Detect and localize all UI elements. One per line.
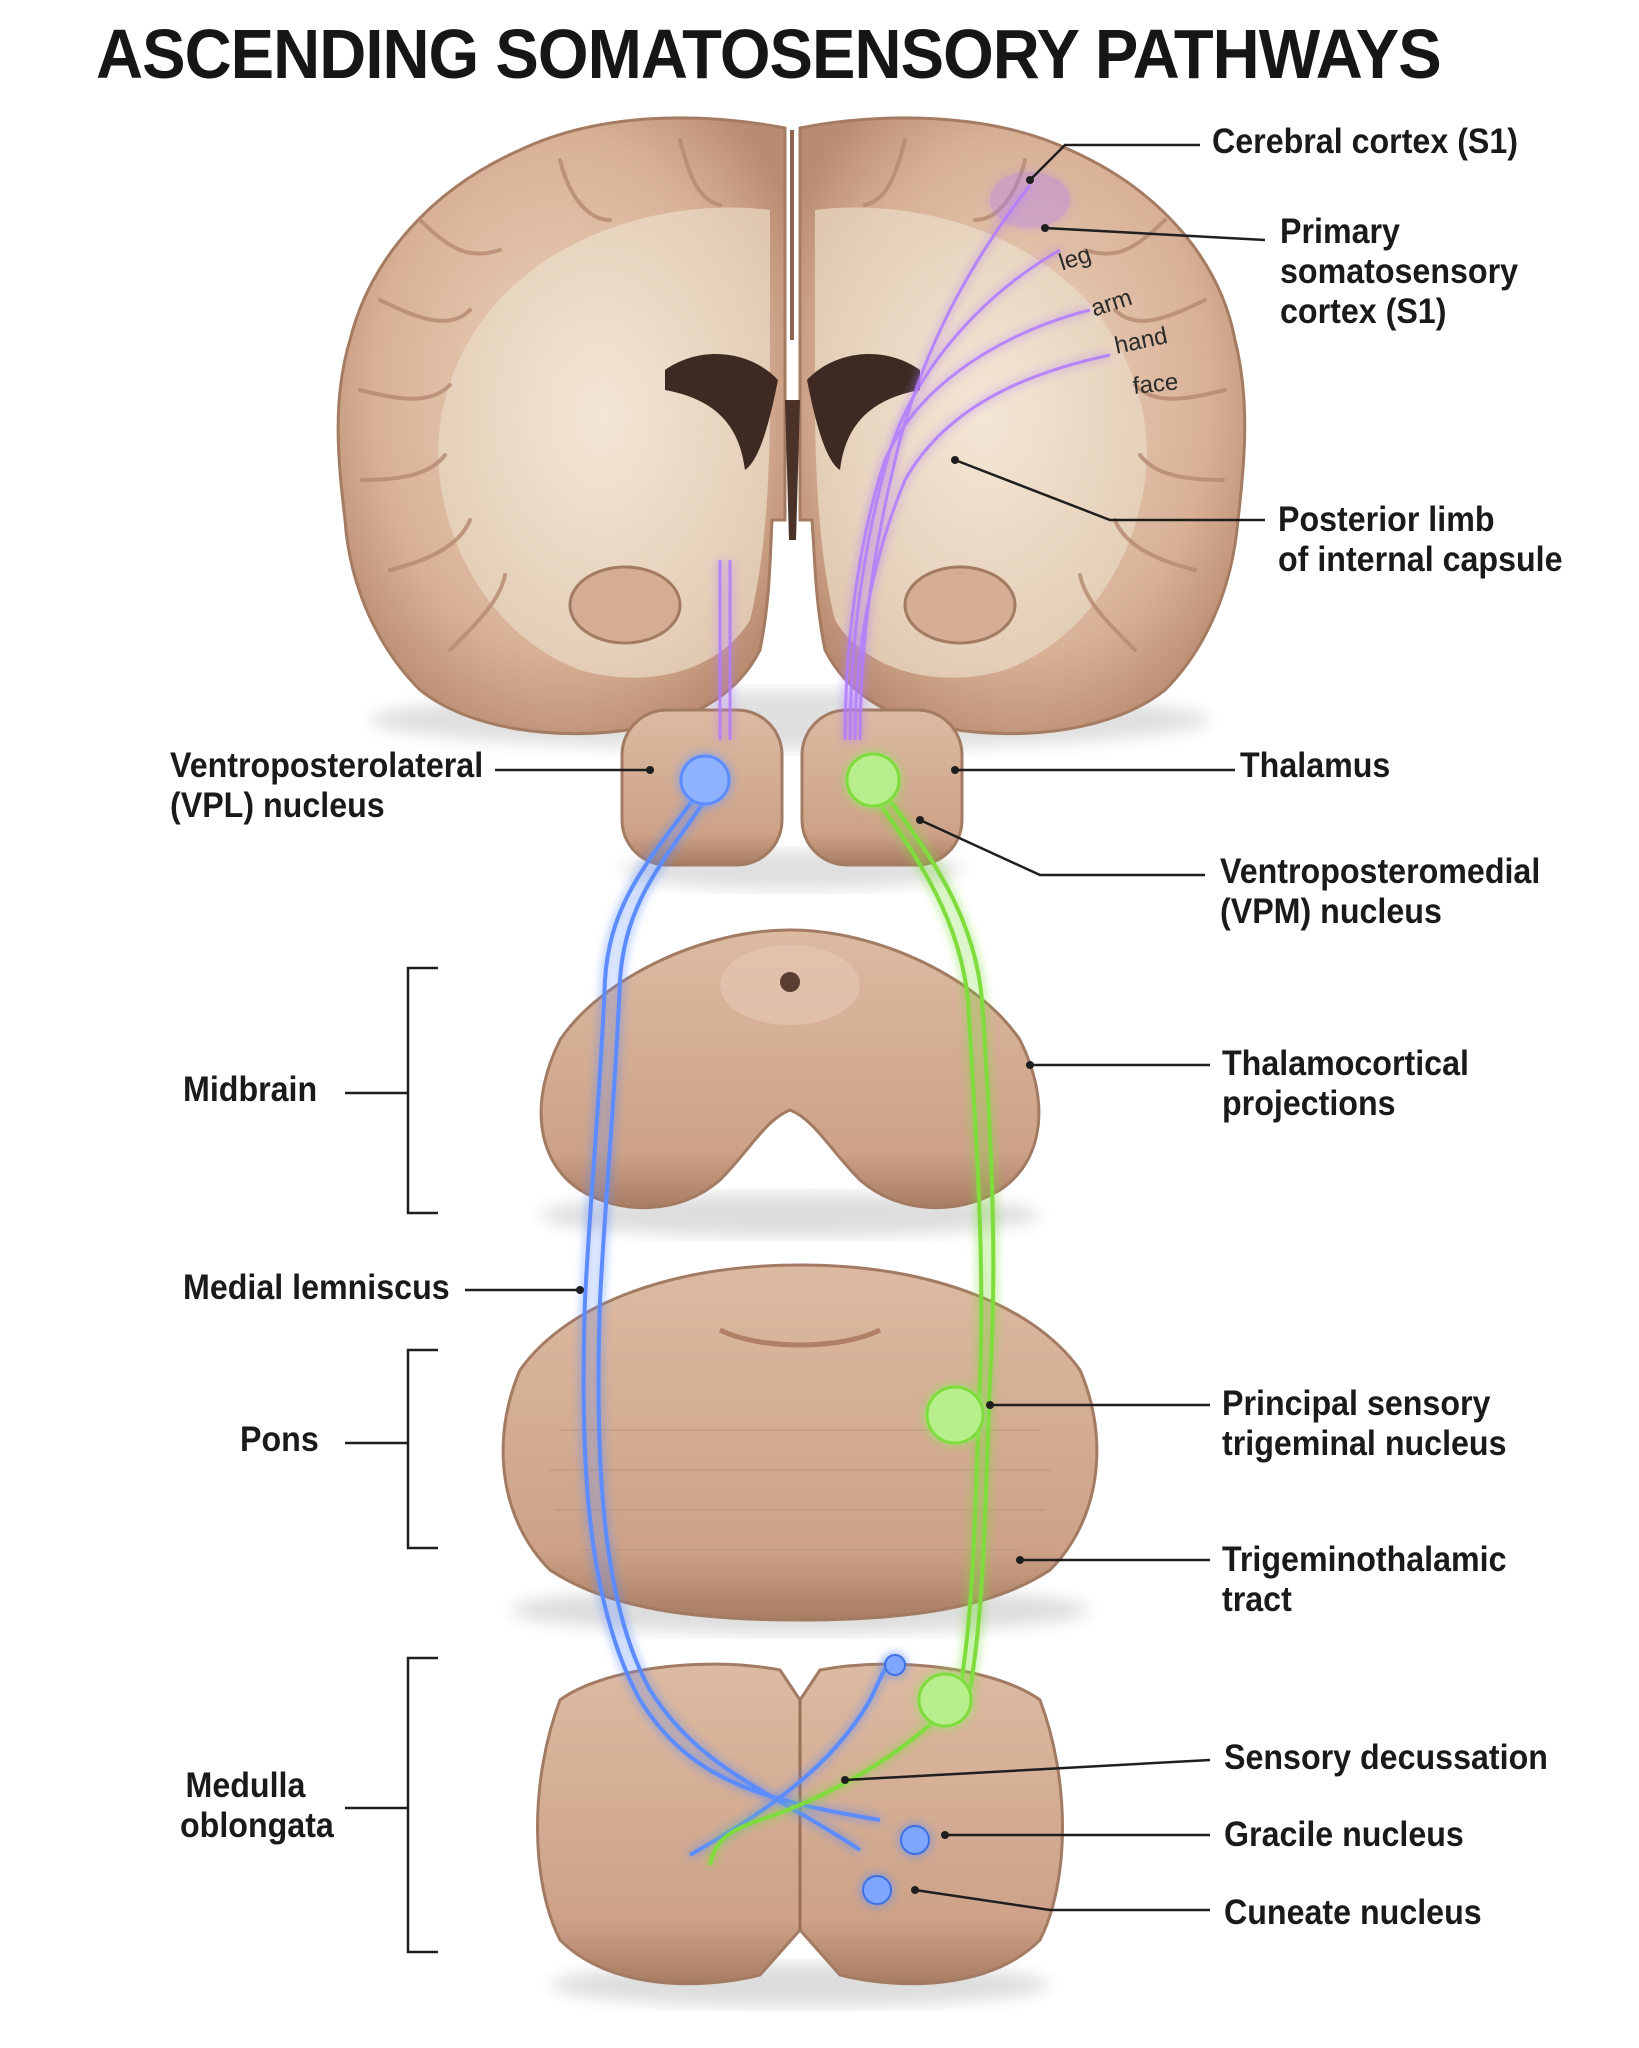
label-line: Thalamocortical [1222, 1044, 1469, 1083]
page-title: ASCENDING SOMATOSENSORY PATHWAYS [96, 15, 1442, 93]
label-line: trigeminal nucleus [1222, 1424, 1507, 1463]
label-midbrain-text: Midbrain [183, 1070, 318, 1109]
label-line: (VPM) nucleus [1220, 892, 1442, 931]
label-pons: Pons [240, 1420, 319, 1460]
label-medial-lemniscus: Medial lemniscus [183, 1268, 450, 1308]
spinal-trigeminal-marker [917, 1672, 973, 1728]
white-matter-right [815, 207, 1147, 678]
label-thalamocortical-projections: Thalamocortical projections [1222, 1044, 1469, 1124]
label-vpm-nucleus: Ventroposteromedial (VPM) nucleus [1220, 852, 1540, 932]
trigeminal-pathway [708, 788, 996, 1866]
lateral-ventricle-left [665, 353, 778, 470]
vpm-nucleus-marker [845, 752, 901, 808]
label-sensory-decussation: Sensory decussation [1224, 1738, 1548, 1778]
medial-lemniscus-pathway [581, 788, 891, 1857]
label-thalamus-text: Thalamus [1240, 746, 1391, 785]
label-line: Posterior limb [1278, 500, 1495, 539]
cortical-projections [718, 184, 1111, 741]
label-line: Ventroposteromedial [1220, 852, 1541, 891]
label-line: (VPL) nucleus [170, 786, 385, 825]
label-cuneate-nucleus-text: Cuneate nucleus [1224, 1893, 1482, 1932]
label-line: oblongata [180, 1806, 334, 1845]
label-pons-text: Pons [240, 1420, 319, 1459]
label-trigeminothalamic-tract: Trigeminothalamic tract [1222, 1540, 1507, 1620]
coronal-brain-section [336, 116, 1247, 750]
label-line: somatosensory [1280, 252, 1519, 291]
label-medial-lemniscus-text: Medial lemniscus [183, 1268, 450, 1307]
leader-lines [345, 143, 1266, 1954]
label-line: of internal capsule [1278, 540, 1563, 579]
cerebral-aqueduct [780, 972, 800, 992]
vpl-nucleus-marker [679, 754, 731, 806]
label-cuneate-nucleus: Cuneate nucleus [1224, 1893, 1482, 1933]
lateral-ventricle-right [807, 353, 920, 470]
cuneate-nucleus-marker [862, 1875, 892, 1905]
label-sensory-decussation-text: Sensory decussation [1224, 1738, 1548, 1777]
label-thalamus: Thalamus [1240, 746, 1390, 786]
label-gracile-nucleus-text: Gracile nucleus [1224, 1815, 1464, 1854]
label-line: Primary [1280, 212, 1400, 251]
midbrain-section [539, 928, 1041, 1237]
label-vpl-nucleus: Ventroposterolateral (VPL) nucleus [170, 746, 483, 826]
gracile-nucleus-marker [900, 1825, 930, 1855]
label-principal-sensory-trigeminal: Principal sensory trigeminal nucleus [1222, 1384, 1507, 1464]
white-matter-left [438, 207, 770, 678]
pons-section [501, 1263, 1099, 1634]
label-line: Trigeminothalamic [1222, 1540, 1507, 1579]
label-cerebral-cortex: Cerebral cortex (S1) [1212, 122, 1518, 162]
leader-dots [576, 176, 1049, 1894]
label-line: Ventroposterolateral [170, 746, 484, 785]
label-posterior-limb-internal-capsule: Posterior limb of internal capsule [1278, 500, 1563, 580]
label-primary-somatosensory-cortex: Primary somatosensory cortex (S1) [1280, 212, 1518, 332]
label-line: tract [1222, 1580, 1292, 1619]
label-midbrain: Midbrain [183, 1070, 317, 1110]
label-gracile-nucleus: Gracile nucleus [1224, 1815, 1464, 1855]
label-cerebral-cortex-text: Cerebral cortex (S1) [1212, 122, 1519, 161]
label-line: Medulla [185, 1766, 306, 1805]
principal-sensory-nucleus-marker [925, 1385, 985, 1445]
label-line: Principal sensory [1222, 1384, 1491, 1423]
label-line: cortex (S1) [1280, 292, 1447, 331]
label-line: projections [1222, 1084, 1396, 1123]
somatotopy-face: face [1131, 368, 1180, 400]
medulla-section [536, 1662, 1064, 2007]
label-medulla-oblongata: Medulla oblongata [180, 1766, 334, 1846]
putamen-right [903, 565, 1017, 645]
putamen-left [568, 565, 682, 645]
